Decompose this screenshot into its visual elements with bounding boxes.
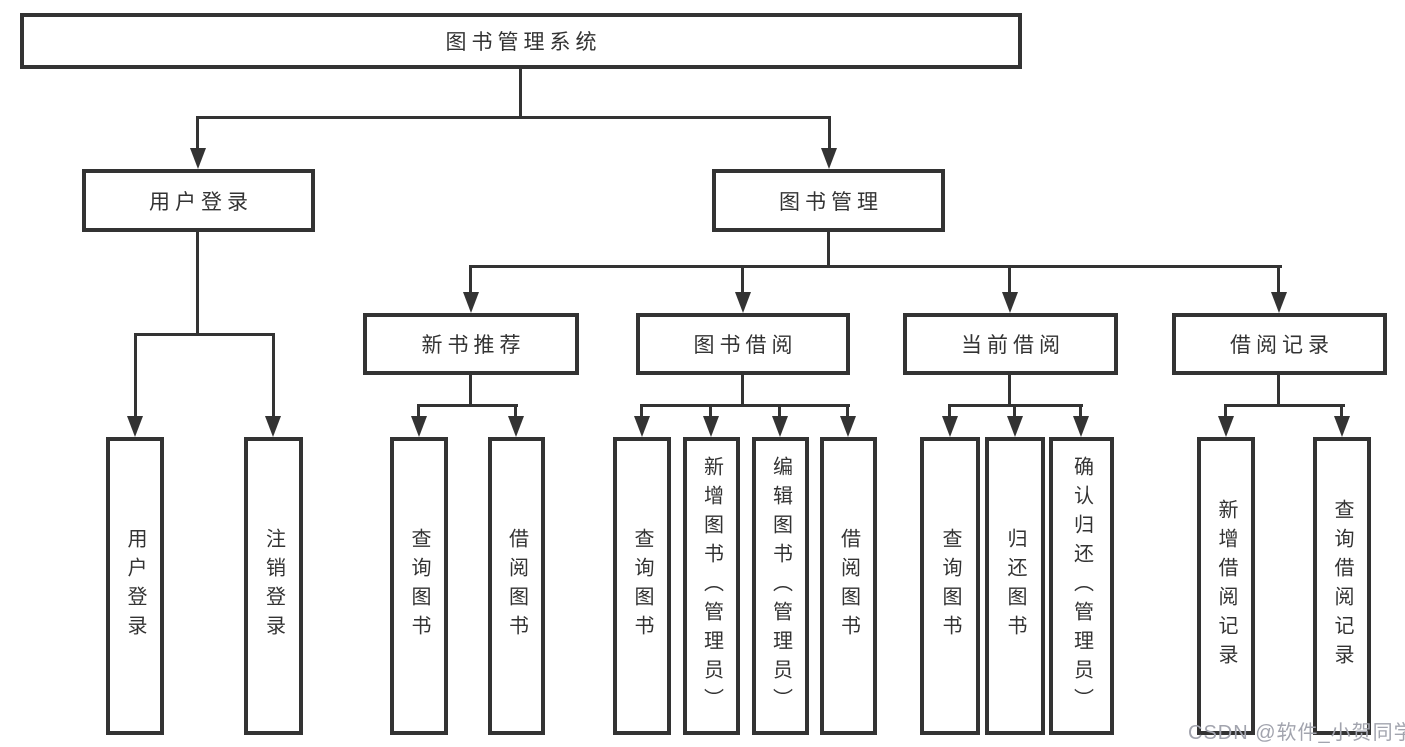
leaf-return-book-label: 归还图书 [1004,528,1026,644]
arrowhead-down-icon [840,416,856,437]
leaf-query-borrow-record: 查询借阅记录 [1313,437,1371,735]
arrowhead-down-icon [1002,292,1018,313]
line [1340,404,1343,416]
arrowhead-down-icon [1073,416,1089,437]
node-book-borrow: 图书借阅 [636,313,850,375]
line [828,116,831,148]
arrowhead-down-icon [265,416,281,437]
line [469,265,472,292]
line [1277,265,1280,292]
node-new-book-recommend-label: 新书推荐 [421,334,526,357]
line [709,404,712,416]
leaf-user-login: 用户登录 [106,437,164,735]
line [1008,375,1011,406]
leaf-confirm-return-admin: 确认归还（管理员） [1049,437,1114,735]
leaf-confirm-return-admin-label: 确认归还（管理员） [1070,455,1093,717]
leaf-add-book-admin-label: 新增图书（管理员） [700,455,723,717]
line [196,232,199,336]
line [272,333,275,416]
line [640,404,643,416]
arrowhead-down-icon [463,292,479,313]
line [846,404,849,416]
arrowhead-down-icon [735,292,751,313]
leaf-query-borrow-record-label: 查询借阅记录 [1331,499,1353,673]
arrowhead-down-icon [703,416,719,437]
node-borrow-records-label: 借阅记录 [1230,334,1334,357]
arrowhead-down-icon [1334,416,1350,437]
node-book-management: 图书管理 [712,169,945,232]
arrowhead-down-icon [634,416,650,437]
line [741,265,744,292]
arrowhead-down-icon [190,148,206,169]
leaf-return-book: 归还图书 [985,437,1045,735]
line [469,375,472,406]
line [1079,404,1082,416]
arrowhead-down-icon [127,416,143,437]
leaf-borrow-book-recommend-label: 借阅图书 [505,528,528,644]
line [514,404,517,416]
node-user-login: 用户登录 [82,169,315,232]
leaf-query-book-recommend: 查询图书 [390,437,448,735]
line [1013,404,1016,416]
leaf-add-borrow-record-label: 新增借阅记录 [1215,499,1237,673]
arrowhead-down-icon [411,416,427,437]
leaf-query-book-recommend-label: 查询图书 [408,528,430,644]
arrowhead-down-icon [508,416,524,437]
line [741,375,744,406]
leaf-borrow-book-recommend: 借阅图书 [488,437,545,735]
arrowhead-down-icon [1218,416,1234,437]
arrowhead-down-icon [772,416,788,437]
node-user-login-label: 用户登录 [149,190,253,214]
leaf-edit-book-admin-label: 编辑图书（管理员） [769,455,792,717]
arrowhead-down-icon [1271,292,1287,313]
leaf-logout: 注销登录 [244,437,303,735]
leaf-query-book-borrow-label: 查询图书 [631,528,653,644]
line [948,404,951,416]
arrowhead-down-icon [821,148,837,169]
line [640,404,850,407]
leaf-borrow-book-label: 借阅图书 [837,528,860,644]
leaf-add-borrow-record: 新增借阅记录 [1197,437,1255,735]
leaf-query-book-borrow: 查询图书 [613,437,671,735]
line [1224,404,1345,407]
line [519,69,522,118]
leaf-add-book-admin: 新增图书（管理员） [683,437,740,735]
node-root: 图书管理系统 [20,13,1022,69]
leaf-borrow-book: 借阅图书 [820,437,877,735]
line [827,232,830,268]
line [417,404,420,416]
arrowhead-down-icon [1007,416,1023,437]
node-root-label: 图书管理系统 [445,31,602,54]
node-current-borrow: 当前借阅 [903,313,1118,375]
line [196,116,199,148]
line [469,265,1282,268]
line [778,404,781,416]
line [134,333,137,416]
line [196,116,831,119]
line [1224,404,1227,416]
leaf-edit-book-admin: 编辑图书（管理员） [752,437,809,735]
leaf-query-book-current: 查询图书 [920,437,980,735]
leaf-user-login-label: 用户登录 [124,528,146,644]
watermark: CSDN @软件_小贺同学 [1188,722,1405,744]
node-book-borrow-label: 图书借阅 [693,334,798,357]
leaf-query-book-current-label: 查询图书 [939,528,961,644]
line [417,404,518,407]
node-borrow-records: 借阅记录 [1172,313,1387,375]
line [1008,265,1011,292]
node-current-borrow-label: 当前借阅 [961,334,1065,357]
line [1277,375,1280,406]
leaf-logout-label: 注销登录 [262,528,285,644]
node-new-book-recommend: 新书推荐 [363,313,579,375]
node-book-management-label: 图书管理 [779,190,883,214]
line [134,333,275,336]
arrowhead-down-icon [942,416,958,437]
